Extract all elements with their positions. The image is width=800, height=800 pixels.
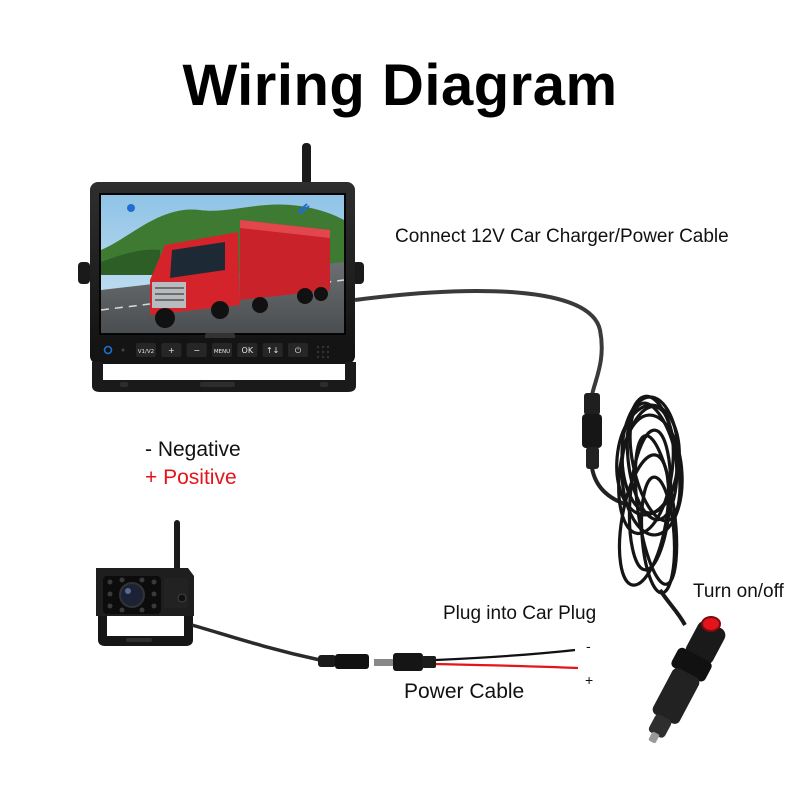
monitor-button-label: OK — [242, 346, 254, 355]
monitor-button-row: V1/V2 + − MENU OK ↑↓ ⏻ — [136, 343, 308, 357]
monitor-button-label: V1/V2 — [138, 349, 154, 355]
label-connect-power: Connect 12V Car Charger/Power Cable — [395, 226, 729, 247]
camera-bracket — [98, 616, 193, 646]
coiled-cable — [615, 394, 684, 595]
monitor-button-label: + — [168, 346, 175, 355]
monitor-button-label: ↑↓ — [266, 346, 279, 355]
camera-indicator-icon — [127, 204, 135, 212]
backup-camera — [96, 520, 194, 646]
camera-lens — [119, 582, 145, 608]
car-cigarette-plug — [648, 620, 726, 744]
monitor-button[interactable] — [262, 343, 283, 357]
monitor-cable — [354, 289, 604, 396]
label-negative: - Negative — [145, 438, 241, 461]
power-wire-black — [435, 648, 576, 662]
coil-to-plug — [658, 588, 687, 626]
ir-led-icon — [107, 577, 157, 613]
monitor-screen — [100, 195, 345, 333]
power-switch[interactable] — [701, 616, 721, 632]
monitor-button-label: ⏻ — [295, 346, 302, 355]
label-plug-into-car: Plug into Car Plug — [443, 603, 597, 624]
power-wire-red — [435, 662, 579, 670]
monitor-antenna — [302, 143, 311, 185]
page-title: Wiring Diagram — [182, 53, 618, 118]
monitor-button[interactable] — [288, 343, 308, 357]
monitor-button[interactable] — [161, 343, 182, 357]
label-positive: + Positive — [145, 466, 237, 489]
monitor-button[interactable] — [212, 343, 232, 357]
inline-connector — [582, 393, 602, 469]
monitor-button-label: MENU — [214, 349, 230, 355]
monitor-stand — [92, 362, 356, 392]
label-turn-on-off: Turn on/off — [693, 581, 784, 602]
camera-dc-connector — [318, 654, 369, 669]
monitor-button[interactable] — [237, 343, 258, 357]
wire-minus-mark: - — [586, 638, 591, 654]
wire-plus-mark: + — [585, 672, 594, 688]
camera-cable — [191, 623, 321, 662]
label-power-cable: Power Cable — [404, 680, 525, 703]
monitor: V1/V2 + − MENU OK ↑↓ ⏻ — [78, 143, 364, 392]
signal-icon — [297, 203, 310, 215]
camera-antenna — [174, 520, 180, 572]
monitor-button[interactable] — [186, 343, 207, 357]
monitor-button-label: − — [193, 346, 200, 355]
speaker-grille-icon — [316, 345, 330, 359]
power-cable-plug — [374, 653, 436, 671]
power-led-icon — [103, 345, 113, 355]
monitor-button[interactable] — [136, 343, 156, 357]
